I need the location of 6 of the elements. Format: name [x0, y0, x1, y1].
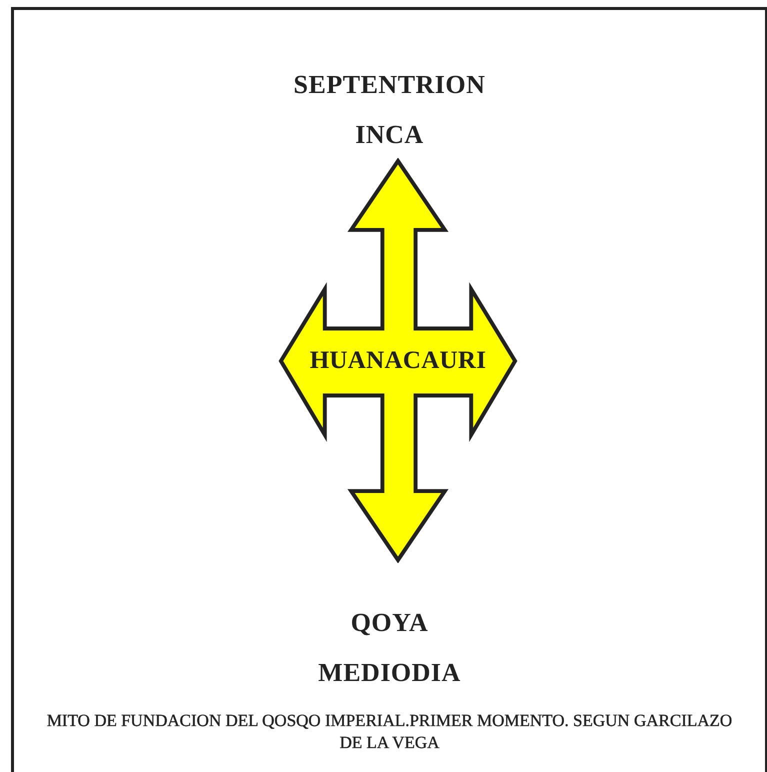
direction-label: MEDIODIA: [317, 658, 462, 688]
direction-label: QOYA: [350, 608, 430, 638]
caption: MITO DE FUNDACION DEL QOSQO IMPERIAL.PRIMER MOMENTO. SEGUN GARCILAZO DE LA VEGA: [46, 710, 734, 754]
direction-label: INCA: [354, 120, 425, 150]
direction-label: SEPTENTRION: [292, 70, 486, 100]
node-label: HUANACAURI: [310, 346, 486, 374]
